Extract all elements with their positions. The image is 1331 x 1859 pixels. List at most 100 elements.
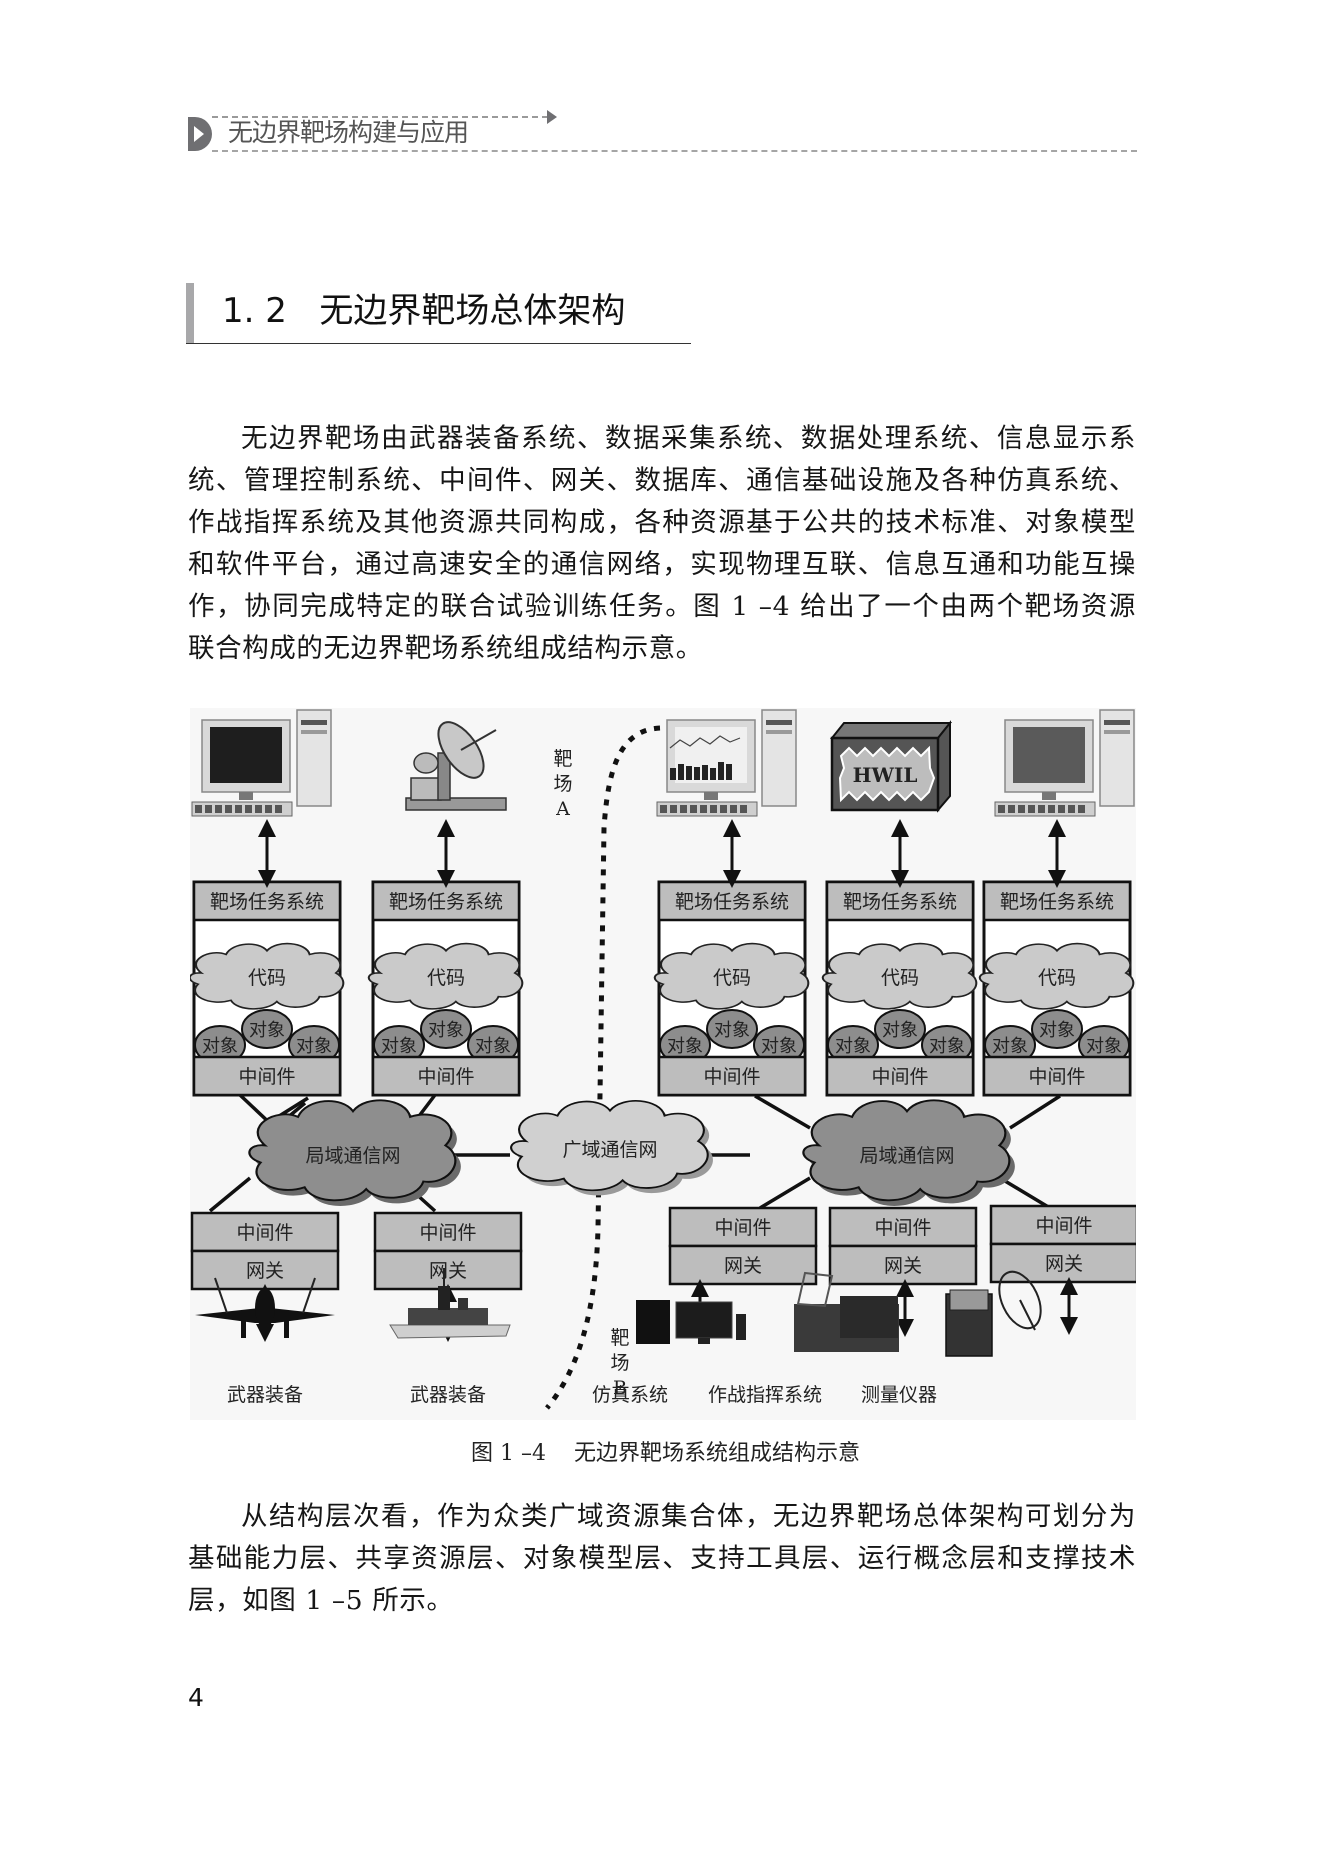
mission-header-label: 靶场任务系统 bbox=[1000, 891, 1114, 913]
gateway-middleware-band bbox=[190, 1211, 340, 1253]
section-heading-rule bbox=[186, 343, 691, 344]
middleware-band bbox=[825, 1055, 975, 1097]
bottom-device-label: 武器装备 bbox=[227, 1384, 303, 1406]
object-label: 对象 bbox=[882, 1020, 918, 1041]
middleware-band bbox=[192, 1055, 342, 1097]
desktop-computer-icon bbox=[191, 709, 332, 817]
object-label: 对象 bbox=[929, 1036, 965, 1057]
link-line bbox=[754, 1094, 811, 1130]
bottom-device-label: 仿真系统 bbox=[592, 1384, 668, 1406]
running-header-title: 无边界靶场构建与应用 bbox=[228, 118, 469, 147]
header-dashed-line-bottom bbox=[212, 150, 1137, 152]
paragraph-line: 层，如图 1 –5 所示。 bbox=[188, 1585, 454, 1616]
object-label: 对象 bbox=[992, 1036, 1028, 1057]
object-label: 对象 bbox=[835, 1036, 871, 1057]
section-title: 无边界靶场总体架构 bbox=[319, 291, 626, 331]
link-line bbox=[759, 1176, 811, 1210]
mission-systems: 靶场任务系统代码对象对象对象中间件靶场任务系统代码对象对象对象中间件靶场任务系统… bbox=[190, 819, 1135, 1097]
middleware-band bbox=[371, 1055, 521, 1097]
fighter-jet-icon bbox=[195, 1277, 335, 1338]
code-label: 代码 bbox=[248, 967, 286, 989]
link-line bbox=[1009, 1094, 1061, 1130]
bottom-device-label: 测量仪器 bbox=[861, 1384, 937, 1406]
paragraph-line: 作战指挥系统及其他资源共同构成，各种资源基于公共的技术标准、对象模型 bbox=[188, 507, 1136, 538]
bottom-devices: 武器装备 武器装备 仿真系统 作战指挥系统 测量仪器 bbox=[195, 1268, 1042, 1406]
object-ellipse bbox=[1031, 1009, 1083, 1049]
gateway-label: 网关 bbox=[1045, 1253, 1083, 1275]
mission-header-band bbox=[982, 880, 1132, 922]
code-label: 代码 bbox=[713, 967, 751, 989]
desktop-computer-chart-icon bbox=[656, 709, 797, 817]
code-label: 代码 bbox=[881, 967, 919, 989]
paragraph-line: 作，协同完成特定的联合试验训练任务。图 1 –4 给出了一个由两个靶场资源 bbox=[188, 591, 1136, 622]
code-label: 代码 bbox=[1038, 967, 1076, 989]
play-triangle-icon bbox=[194, 126, 204, 142]
gateway-middleware-label: 中间件 bbox=[419, 1222, 476, 1244]
range-b-char: B bbox=[613, 1377, 627, 1399]
figure-caption-text: 无边界靶场系统组成结构示意 bbox=[573, 1441, 860, 1466]
object-label: 对象 bbox=[296, 1036, 332, 1057]
figure-caption-number: 图 1 –4 bbox=[471, 1441, 546, 1466]
range-a-char: 靶 bbox=[553, 748, 572, 770]
gateway-middleware-label: 中间件 bbox=[236, 1222, 293, 1244]
gateway-label: 网关 bbox=[724, 1255, 762, 1277]
mission-header-label: 靶场任务系统 bbox=[675, 891, 789, 913]
mission-system-box: 靶场任务系统代码对象对象对象中间件 bbox=[978, 819, 1135, 1097]
satellite-dish-icon bbox=[405, 721, 507, 811]
mission-header-label: 靶场任务系统 bbox=[843, 891, 957, 913]
bottom-device-label: 武器装备 bbox=[410, 1384, 486, 1406]
range-b-char: 靶 bbox=[610, 1327, 629, 1349]
middleware-band bbox=[657, 1055, 807, 1097]
paragraph-line: 联合构成的无边界靶场系统组成结构示意。 bbox=[188, 633, 703, 664]
gateway-band bbox=[989, 1242, 1136, 1284]
hwil-label: HWIL bbox=[853, 763, 918, 787]
middleware-label: 中间件 bbox=[238, 1066, 295, 1088]
mission-header-band bbox=[192, 880, 342, 922]
mission-system-box: 靶场任务系统代码对象对象对象中间件 bbox=[821, 819, 978, 1097]
bottom-device-label: 作战指挥系统 bbox=[708, 1384, 822, 1406]
middleware-label: 中间件 bbox=[417, 1066, 474, 1088]
measurement-instrument-icon bbox=[945, 1270, 1042, 1357]
page-number: 4 bbox=[188, 1683, 204, 1712]
gateway-label: 网关 bbox=[429, 1260, 467, 1282]
hwil-box-icon: HWIL bbox=[829, 720, 953, 813]
paragraph-line: 统、管理控制系统、中间件、网关、数据库、通信基础设施及各种仿真系统、 bbox=[188, 465, 1136, 496]
header-arrow-icon bbox=[547, 110, 557, 124]
section-heading-bar bbox=[186, 283, 194, 343]
middleware-band bbox=[982, 1055, 1132, 1097]
gateway-middleware-label: 中间件 bbox=[714, 1217, 771, 1239]
middleware-label: 中间件 bbox=[703, 1066, 760, 1088]
range-a-label: 靶 场 A bbox=[553, 748, 572, 820]
header-dashed-line-top bbox=[212, 116, 548, 118]
section-number: 1. 2 bbox=[222, 291, 287, 331]
gateway-band bbox=[373, 1249, 523, 1291]
gateway-middleware-label: 中间件 bbox=[874, 1217, 931, 1239]
object-label: 对象 bbox=[249, 1020, 285, 1041]
object-label: 对象 bbox=[667, 1036, 703, 1057]
object-ellipse bbox=[874, 1009, 926, 1049]
figure-system-architecture: 靶 场 A 靶 场 B 局域通信网 广域通信网 局域通信网 bbox=[190, 708, 1136, 1420]
link-line bbox=[208, 1176, 252, 1213]
object-label: 对象 bbox=[714, 1020, 750, 1041]
mission-header-band bbox=[371, 880, 521, 922]
object-label: 对象 bbox=[381, 1036, 417, 1057]
object-label: 对象 bbox=[202, 1036, 238, 1057]
mission-header-band bbox=[657, 880, 807, 922]
local-network-b-label: 局域通信网 bbox=[859, 1145, 954, 1167]
gateway-middleware-band bbox=[989, 1204, 1136, 1246]
object-ellipse bbox=[706, 1009, 758, 1049]
object-ellipse bbox=[241, 1009, 293, 1049]
paragraph-line: 无边界靶场由武器装备系统、数据采集系统、数据处理系统、信息显示系 bbox=[241, 423, 1136, 454]
gateway-band bbox=[668, 1244, 818, 1286]
warship-icon bbox=[389, 1268, 511, 1339]
section-heading: 1. 2 无边界靶场总体架构 bbox=[222, 287, 625, 335]
link-line bbox=[999, 1176, 1051, 1210]
mission-header-label: 靶场任务系统 bbox=[389, 891, 503, 913]
figure-caption: 图 1 –4 无边界靶场系统组成结构示意 bbox=[0, 1438, 1331, 1470]
object-label: 对象 bbox=[475, 1036, 511, 1057]
mission-header-band bbox=[825, 880, 975, 922]
